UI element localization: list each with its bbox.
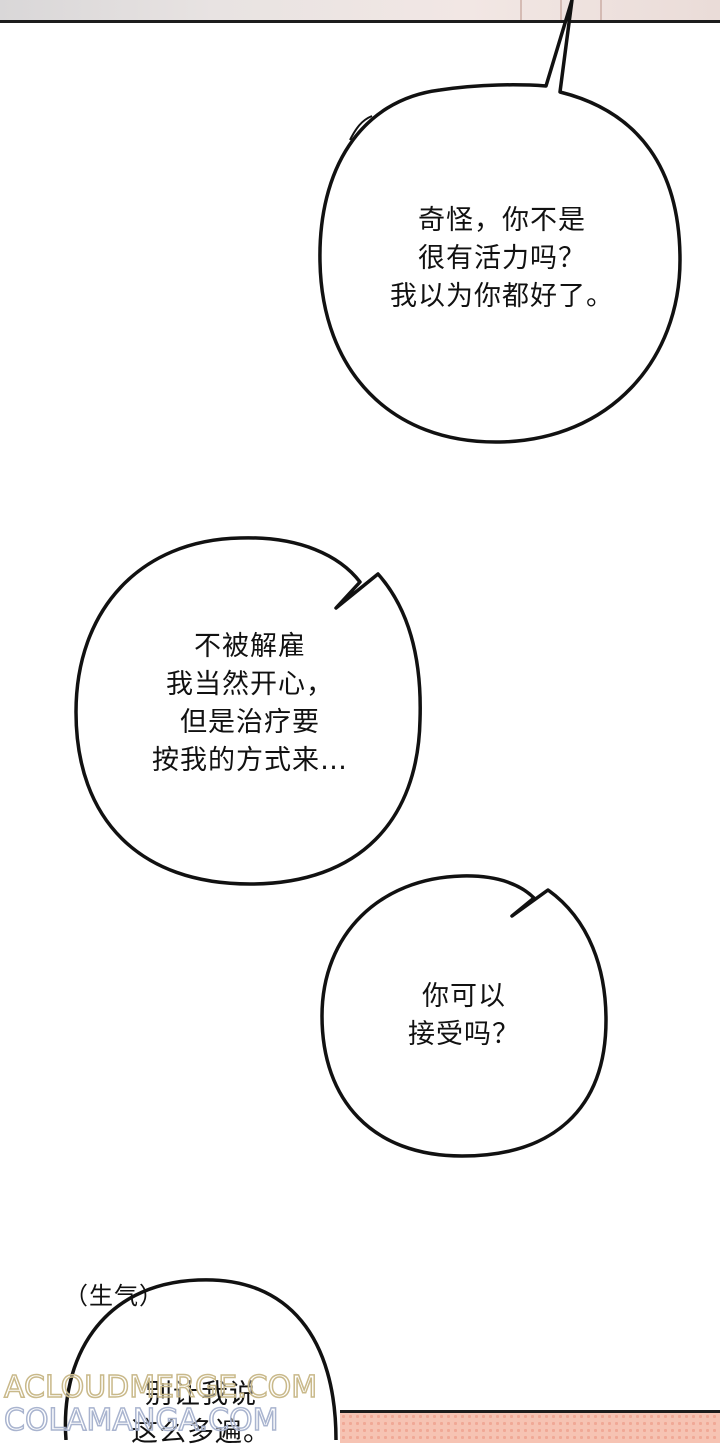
hair-strand	[600, 0, 602, 20]
top-panel-image	[0, 0, 720, 23]
bubble-1-shade	[349, 115, 373, 141]
bubble-1-text: 奇怪，你不是 很有活力吗？ 我以为你都好了。	[390, 205, 614, 312]
watermark-line-2: COLAMANGA.COM	[3, 1402, 279, 1439]
speech-bubble-1	[318, 0, 682, 444]
speech-bubble-2	[74, 536, 422, 886]
bubble-3-text: 你可以 接受吗？	[408, 981, 520, 1050]
speech-bubble-3	[320, 874, 608, 1158]
hair-strand	[560, 0, 562, 20]
bottom-panel-image	[340, 1410, 720, 1443]
hair-strand	[520, 0, 522, 20]
sfx-angry-label: （生气）	[64, 1282, 164, 1310]
speech-bubble-4	[63, 1278, 338, 1440]
watermark-line-1: ACLOUDMERGE.COM	[3, 1369, 318, 1406]
bubble-2-text: 不被解雇 我当然开心， 但是治疗要 按我的方式来…	[152, 631, 348, 776]
